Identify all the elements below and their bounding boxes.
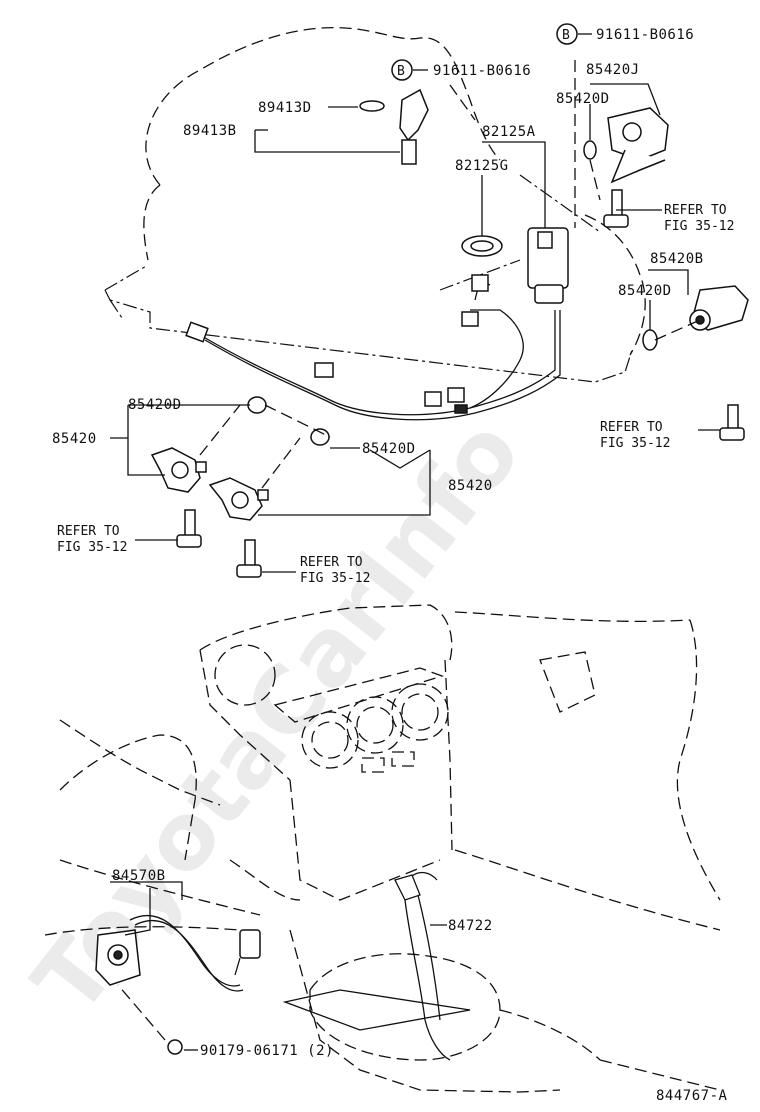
svg-text:B: B [562, 28, 570, 43]
callout-85420D-mid: 85420D [362, 441, 416, 457]
sensor-82125A [527, 227, 569, 304]
callout-91611-left: 91611-B0616 [433, 63, 531, 79]
bolt-marker-top: B [556, 23, 578, 45]
sensor-85420B [642, 285, 749, 351]
callout-85420D-left: 85420D [128, 397, 182, 413]
diagram-id: 844767-A [656, 1088, 728, 1104]
callout-89413B: 89413B [183, 123, 237, 139]
callout-85420J: 85420J [586, 62, 640, 78]
svg-text:B: B [397, 64, 405, 79]
refer-note-left-1: REFER TO [57, 524, 120, 539]
sensor-85420-mid [208, 428, 330, 521]
bolt-left [176, 509, 202, 548]
callout-90179: 90179-06171 (2) [200, 1043, 334, 1059]
sensor-85420J [583, 107, 669, 184]
callout-85420D-right: 85420D [618, 283, 672, 299]
shift-console [282, 871, 501, 1061]
grommet-82125G [461, 235, 503, 257]
transmission-outline [104, 26, 646, 383]
refer-note-mid-right-2: FIG 35-12 [600, 436, 670, 451]
refer-note-mid-right-1: REFER TO [600, 420, 663, 435]
callout-89413D: 89413D [258, 100, 312, 116]
refer-note-center-1: REFER TO [300, 555, 363, 570]
callout-84722: 84722 [448, 918, 493, 934]
callout-85420D-top: 85420D [556, 91, 610, 107]
bolt-marker-left: B [391, 59, 413, 81]
callout-84570B: 84570B [112, 868, 166, 884]
refer-note-left-2: FIG 35-12 [57, 540, 127, 555]
sensor-84570B [95, 914, 261, 992]
callout-85420B: 85420B [650, 251, 704, 267]
refer-note-top-right-1: REFER TO [664, 203, 727, 218]
callout-85420-left: 85420 [52, 431, 97, 447]
callout-82125A: 82125A [482, 124, 536, 140]
clip-90179 [117, 984, 183, 1055]
wire-harness [185, 274, 561, 421]
watermark: ToyotaCarInfo [13, 400, 541, 1034]
bolt-mid-right [719, 404, 745, 441]
sensor-85420-left [150, 396, 267, 493]
refer-note-top-right-2: FIG 35-12 [664, 219, 734, 234]
dashboard-vents [214, 644, 449, 773]
callout-82125G: 82125G [455, 158, 509, 174]
location-lines [199, 60, 701, 489]
callout-leaders [110, 33, 720, 573]
dashboard-outline [44, 604, 721, 1093]
sensor-89413B [359, 88, 429, 165]
bolt-center [236, 539, 262, 578]
callout-85420-mid: 85420 [448, 478, 493, 494]
callout-91611-top: 91611-B0616 [596, 27, 694, 43]
bolt-top-right [603, 189, 629, 228]
bottom-callout-leaders [110, 881, 447, 1051]
refer-note-center-2: FIG 35-12 [300, 571, 370, 586]
